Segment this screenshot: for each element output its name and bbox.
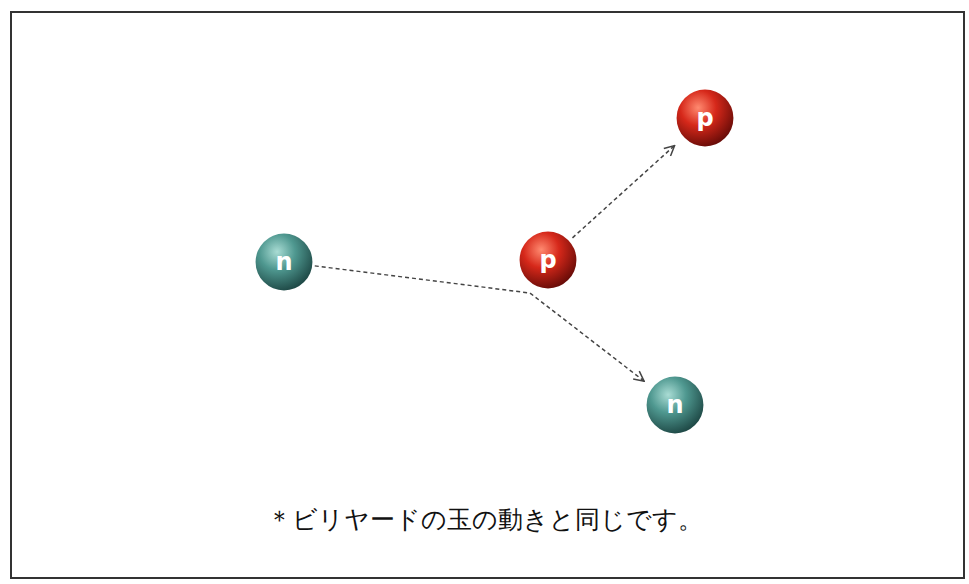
ball-circle (256, 234, 313, 291)
neutron-ball: n (255, 233, 313, 291)
caption-text: ＊ビリヤードの玉の動きと同じです。 (0, 503, 969, 536)
ball-circle (677, 90, 734, 147)
proton-ball: p (519, 231, 577, 289)
particle-label: p (676, 89, 734, 147)
particle-label: n (646, 376, 704, 434)
particle-label: p (519, 231, 577, 289)
particle-label: n (255, 233, 313, 291)
ball-circle (520, 232, 577, 289)
neutron-ball: n (646, 376, 704, 434)
trajectory-arrow (315, 266, 644, 381)
border-rect (11, 12, 964, 578)
trajectory-arrow (572, 146, 674, 238)
proton-ball: p (676, 89, 734, 147)
ball-circle (647, 377, 704, 434)
